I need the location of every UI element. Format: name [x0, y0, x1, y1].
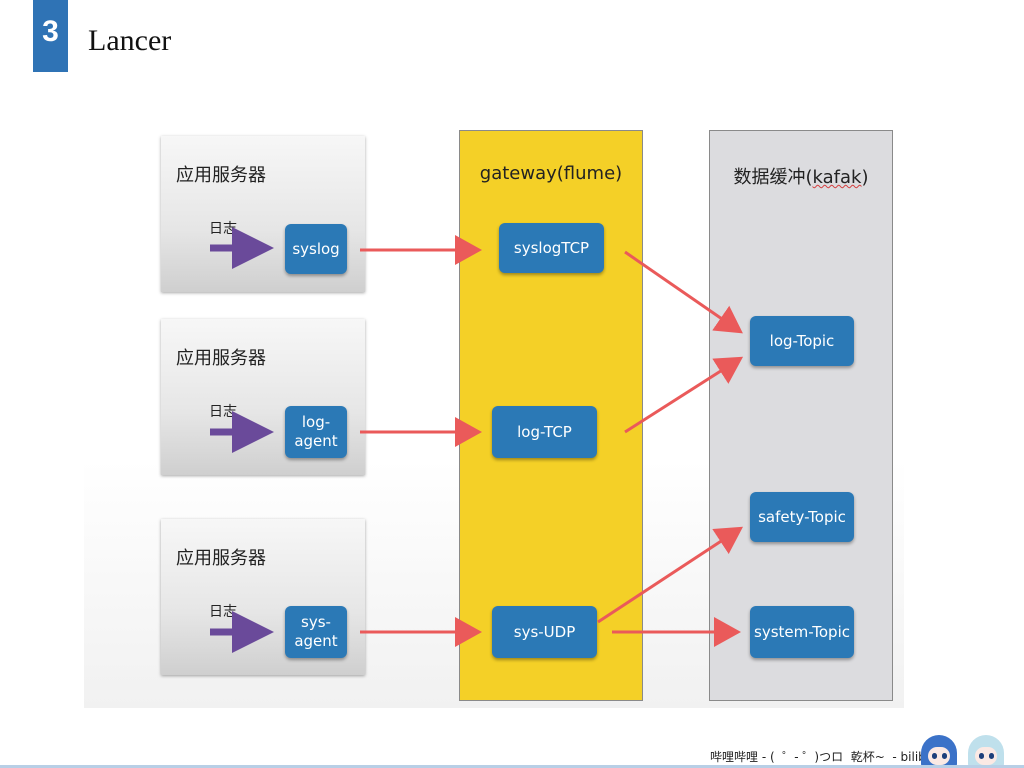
mascot-icon-right [968, 735, 1004, 768]
gateway-node-syslogtcp: syslogTCP [499, 223, 604, 273]
kafka-column: 数据缓冲(kafak) [709, 130, 893, 701]
agent-node-syslog: syslog [285, 224, 347, 274]
agent-node-sys-agent: sys- agent [285, 606, 347, 658]
log-label: 日志 [209, 221, 237, 237]
slide-number: 3 [42, 15, 59, 48]
kafka-title-suffix: ) [861, 167, 869, 188]
server-title: 应用服务器 [176, 165, 266, 186]
kafka-title-word: kafak [812, 167, 862, 188]
slide-number-badge: 3 [33, 0, 68, 72]
mascot-eye [979, 753, 984, 759]
footer-bar [0, 765, 1024, 768]
log-label: 日志 [209, 404, 237, 420]
server-title: 应用服务器 [176, 348, 266, 369]
log-label: 日志 [209, 604, 237, 620]
mascot-eye [989, 753, 994, 759]
gateway-title: gateway(flume) [479, 163, 623, 184]
agent-node-log-agent: log- agent [285, 406, 347, 458]
topic-node-system: system-Topic [750, 606, 854, 658]
flow-arrow-syslogtcp-to-logtopic [624, 250, 743, 334]
mascot-eye [932, 753, 937, 759]
server-title: 应用服务器 [176, 548, 266, 569]
flow-arrow-sysudp-to-safetytopic [597, 526, 744, 624]
mascot-icon-left [921, 735, 957, 768]
topic-node-log: log-Topic [750, 316, 854, 366]
gateway-node-sys-udp: sys-UDP [492, 606, 597, 658]
topic-node-safety: safety-Topic [750, 492, 854, 542]
kafka-title: 数据缓冲(kafak) [710, 163, 892, 189]
kafka-title-prefix: 数据缓冲( [733, 167, 813, 188]
slide-title: Lancer [88, 24, 172, 57]
mascot-eye [942, 753, 947, 759]
footer-watermark: 哔哩哔哩 - ( ゜- ゜)つロ 乾杯~ - bilibili [710, 750, 936, 764]
mascot-face [928, 747, 950, 765]
flow-arrow-logtcp-to-logtopic [624, 356, 744, 434]
gateway-node-log-tcp: log-TCP [492, 406, 597, 458]
mascot-face [975, 747, 997, 765]
